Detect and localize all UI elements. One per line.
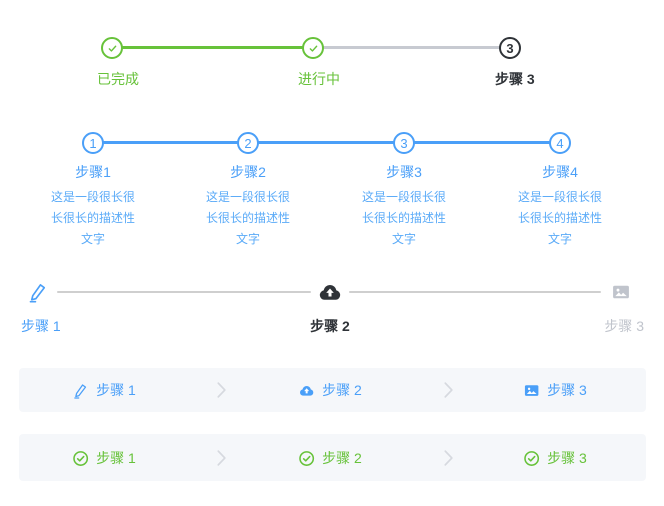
steps-bar-simple: 步骤 1 步骤 2 步骤 3: [19, 368, 646, 412]
step-number: 3: [400, 135, 408, 151]
step-node-3: 3: [393, 132, 415, 154]
step-title-process: 步骤 2: [310, 318, 350, 334]
chevron-right-icon: [210, 447, 232, 469]
chevron-right-icon: [210, 379, 232, 401]
step-node-2: 2: [237, 132, 259, 154]
step-label: 步骤 2: [322, 382, 362, 398]
cloud-upload-icon: [298, 382, 315, 399]
step-node-1: [101, 37, 123, 59]
step-description: 这是一段很长很长很长的描述性文字: [205, 190, 290, 246]
step-title-finish: 步骤 1: [21, 318, 61, 334]
step-title: 步骤1: [75, 164, 111, 180]
step-number: 1: [89, 135, 97, 151]
connector-line-done: [112, 46, 313, 49]
step-node-4: 4: [549, 132, 571, 154]
step-item-2: 步骤 2: [298, 380, 362, 400]
step-description: 这是一段很长很长很长的描述性文字: [361, 190, 446, 246]
check-icon: [307, 42, 320, 55]
step-node-3: 3: [499, 37, 521, 59]
picture-icon: [611, 282, 631, 302]
step-title: 步骤3: [386, 164, 422, 180]
chevron-right-icon: [437, 447, 459, 469]
step-description: 这是一段很长很长很长的描述性文字: [517, 190, 602, 246]
pencil-icon: [72, 382, 89, 399]
connector-line-blue: [93, 141, 560, 144]
step-number: 2: [244, 135, 252, 151]
step-label: 步骤 3: [547, 382, 587, 398]
step-label: 步骤 2: [322, 450, 362, 466]
chevron-right-icon: [437, 379, 459, 401]
step-label: 步骤 3: [547, 450, 587, 466]
step-item-3: 步骤 3: [523, 380, 587, 400]
check-icon: [106, 42, 119, 55]
step-item-1: 步骤 1: [72, 448, 136, 468]
step-title-wait: 步骤 3: [604, 318, 644, 334]
step-label: 步骤 1: [96, 382, 136, 398]
step-number: 4: [556, 135, 564, 151]
step-node-2: [302, 37, 324, 59]
step-item-3: 步骤 3: [523, 448, 587, 468]
step-item-1: 步骤 1: [72, 380, 136, 400]
picture-icon: [523, 382, 540, 399]
circle-check-icon: [298, 450, 315, 467]
cloud-upload-icon: [315, 279, 345, 305]
connector-line: [57, 291, 311, 293]
circle-check-icon: [72, 450, 89, 467]
step-label: 步骤 1: [96, 450, 136, 466]
connector-line-pending: [313, 46, 510, 49]
step-title-completed: 已完成: [97, 71, 139, 87]
step-title-in-progress: 进行中: [298, 71, 340, 87]
step-title: 步骤4: [542, 164, 578, 180]
step-node-1: 1: [82, 132, 104, 154]
steps-bar-success: 步骤 1 步骤 2 步骤 3: [19, 434, 646, 481]
step-description: 这是一段很长很长很长的描述性文字: [50, 190, 135, 246]
step-title: 步骤2: [230, 164, 266, 180]
pencil-icon: [27, 281, 49, 303]
step-number: 3: [506, 40, 514, 56]
circle-check-icon: [523, 450, 540, 467]
step-item-2: 步骤 2: [298, 448, 362, 468]
step-title-step3: 步骤 3: [495, 71, 535, 87]
connector-line: [349, 291, 601, 293]
